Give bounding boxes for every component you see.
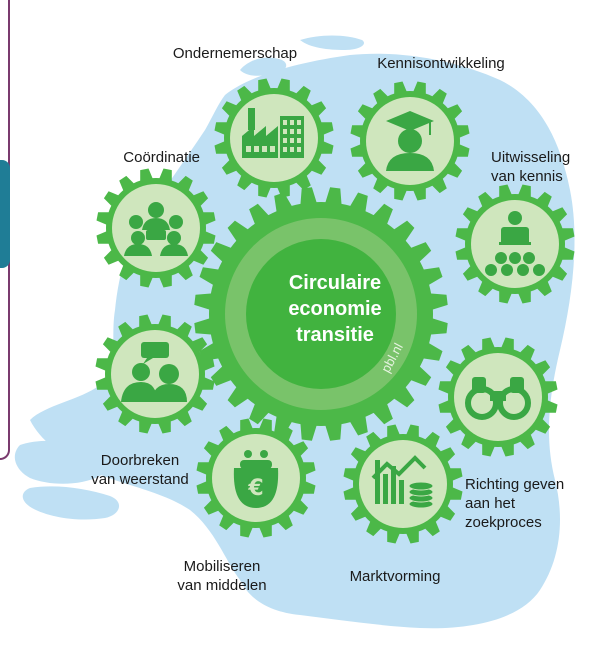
label-marktvorming: Marktvorming (349, 568, 441, 585)
binoculars-icon (465, 377, 531, 420)
side-tab (0, 160, 10, 268)
label-kennisontwikkeling: Kennisontwikkeling (377, 55, 505, 72)
center-title: Circulaire economie transitie (288, 272, 382, 346)
gear-uitwisseling (455, 184, 575, 304)
gear-mobiliseren: € (196, 418, 316, 538)
gear-doorbreken (95, 314, 215, 434)
center-gear (194, 187, 448, 441)
label-ondernemerschap: Ondernemerschap (172, 45, 298, 62)
label-richting: Richting geven aan het zoekproces (465, 476, 565, 531)
svg-text:€: € (247, 476, 263, 501)
label-doorbreken: Doorbreken van weerstand (91, 452, 189, 488)
label-uitwisseling: Uitwisseling van kennis (491, 149, 571, 185)
euro-purse-icon: € (233, 450, 279, 508)
meeting-icon (124, 202, 188, 256)
gear-ondernemerschap (214, 78, 334, 198)
presenter-audience-icon (485, 211, 545, 276)
gear-richting (438, 337, 558, 457)
gear-kennisontwikkeling (350, 81, 470, 201)
label-mobiliseren: Mobiliseren van middelen (177, 558, 267, 594)
factory-icon (242, 108, 304, 158)
market-chart-coins-icon (371, 455, 434, 509)
graduate-icon (386, 111, 434, 171)
discussion-icon (121, 342, 187, 402)
gear-coordinatie (96, 168, 216, 288)
gear-marktvorming (343, 424, 463, 544)
label-coordinatie: Coördinatie (123, 149, 200, 166)
